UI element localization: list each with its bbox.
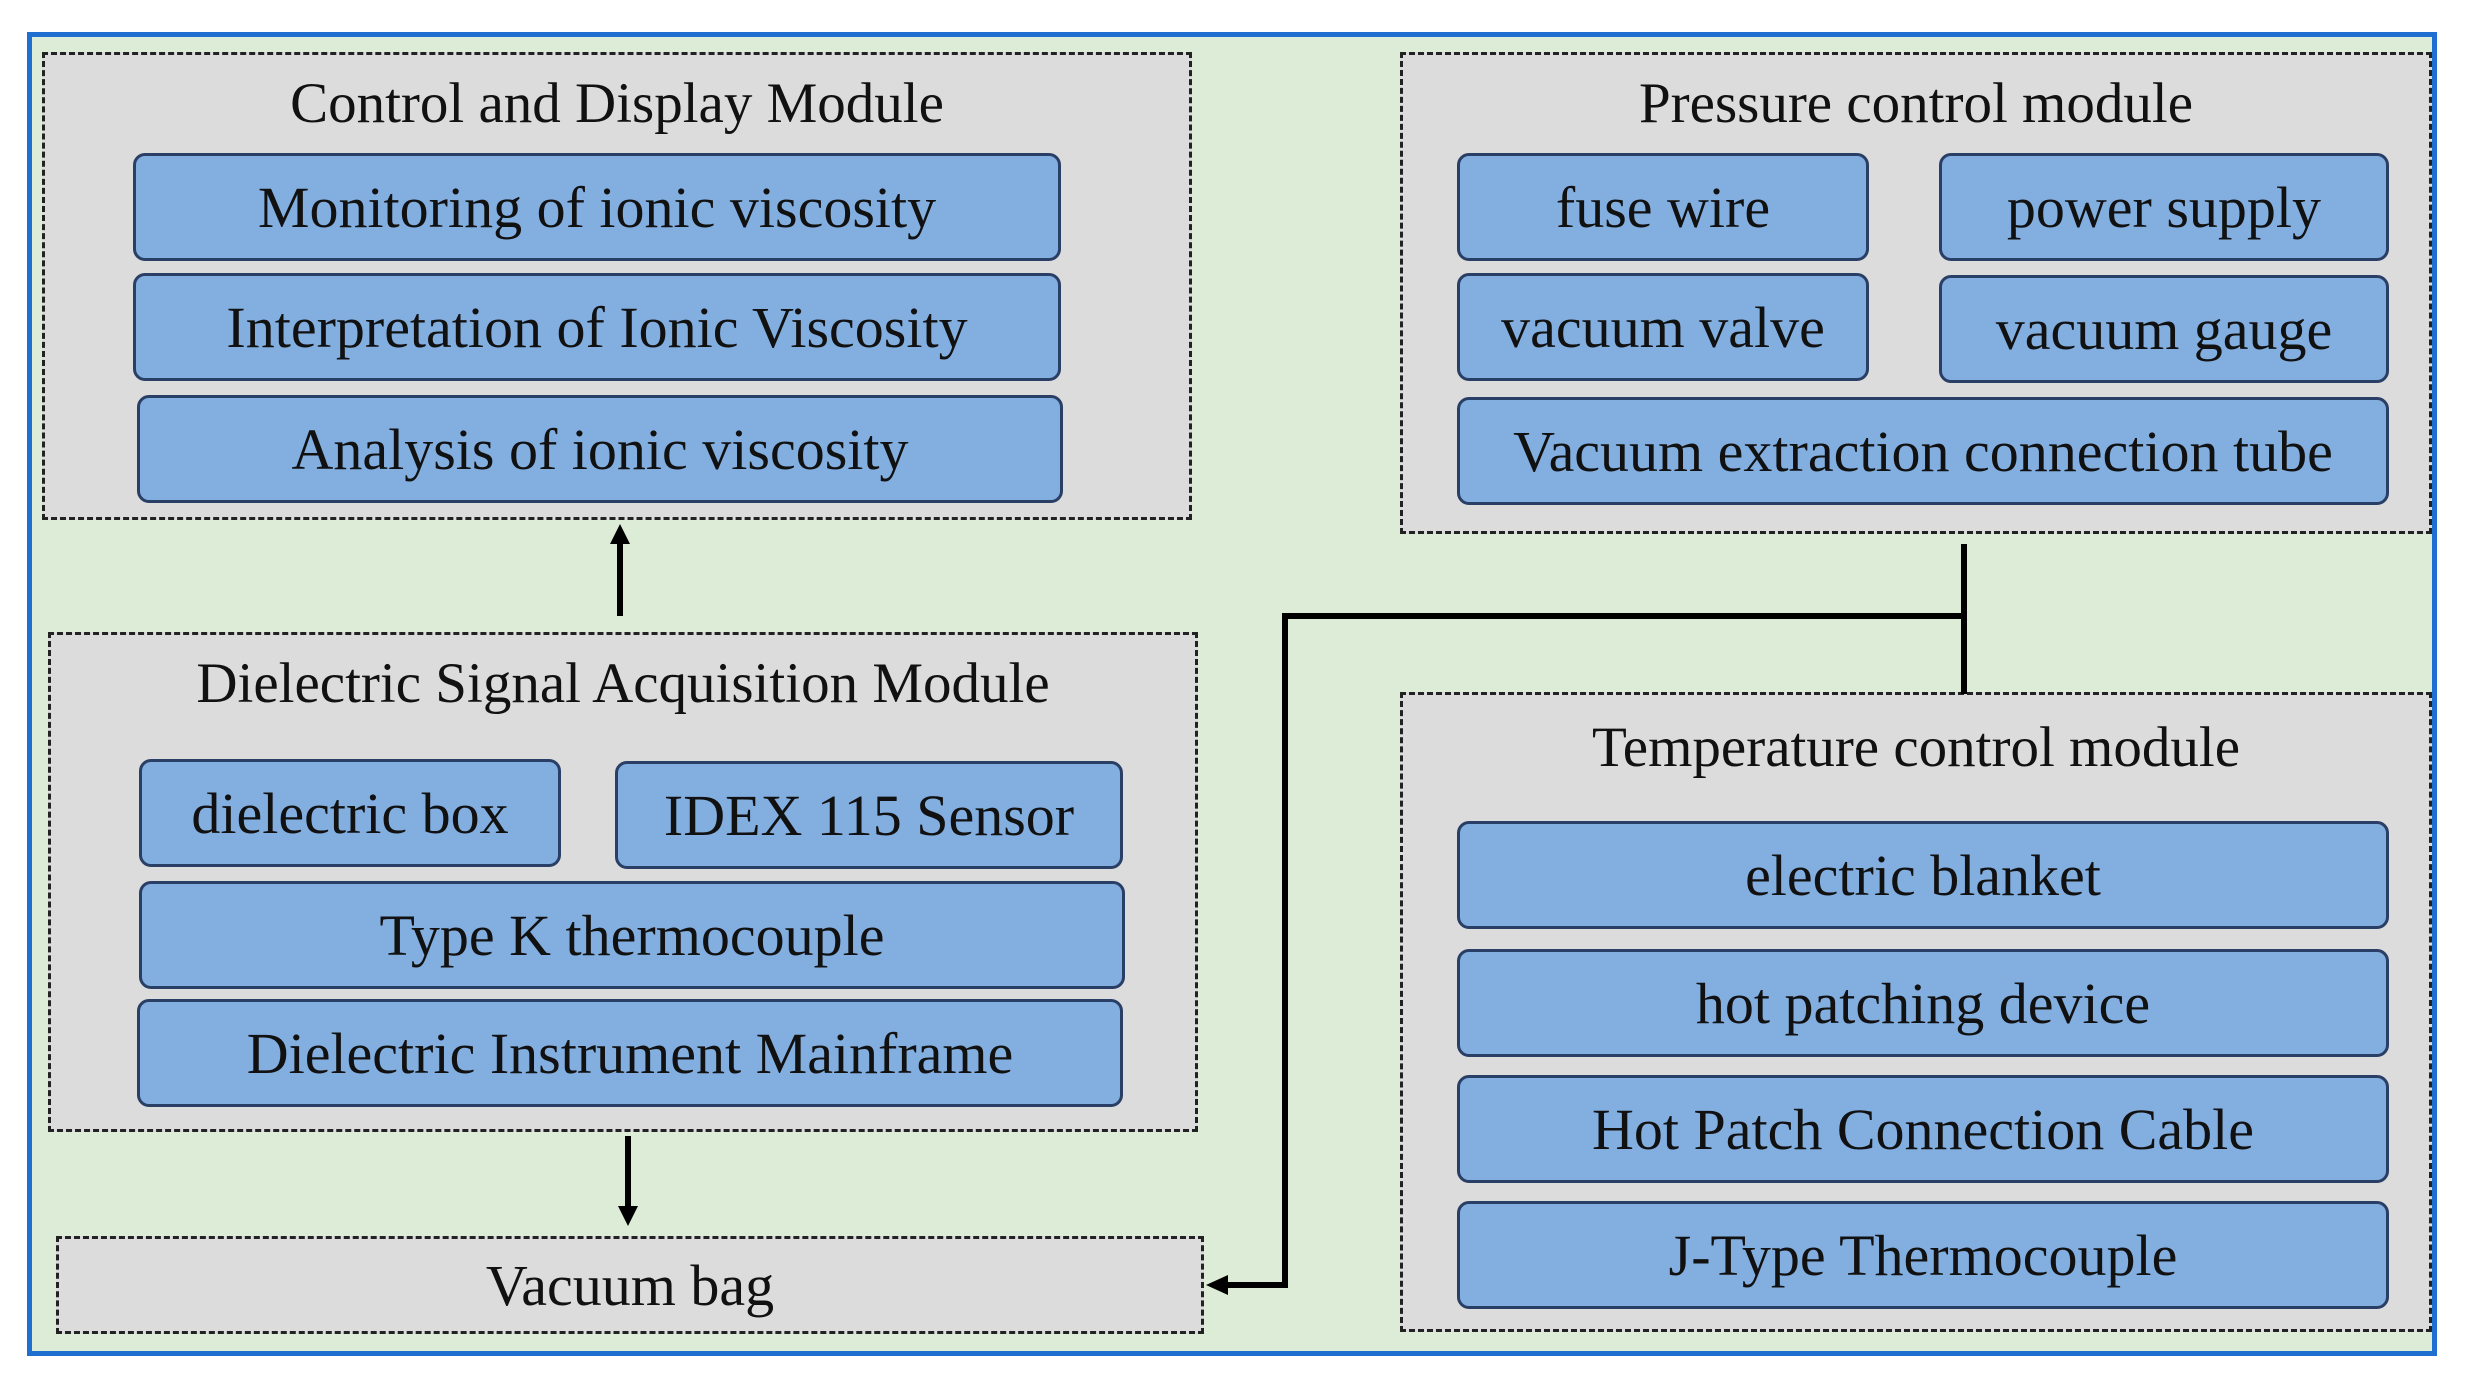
vacuum-bag-label: Vacuum bag [485,1252,775,1318]
temperature-control-module-title: Temperature control module [1591,716,2241,779]
analysis-ionic-viscosity-block: Analysis of ionic viscosity [137,395,1063,503]
power-supply-block: power supply [1939,153,2389,261]
vacuum-extraction-tube-block: Vacuum extraction connection tube [1457,397,2389,505]
temperature-control-module: Temperature control module electric blan… [1400,692,2432,1332]
hot-patching-device-block: hot patching device [1457,949,2389,1057]
control-display-module: Control and Display Module Monitoring of… [42,52,1192,520]
hot-patch-connection-cable-block: Hot Patch Connection Cable [1457,1075,2389,1183]
vacuum-valve-block: vacuum valve [1457,273,1869,381]
idex-115-sensor-block: IDEX 115 Sensor [615,761,1123,869]
type-k-thermocouple-block: Type K thermocouple [139,881,1125,989]
pressure-control-module-title: Pressure control module [1638,72,2194,135]
monitoring-ionic-viscosity-block: Monitoring of ionic viscosity [133,153,1061,261]
control-display-module-title: Control and Display Module [290,72,944,135]
pressure-control-module: Pressure control module fuse wire power … [1400,52,2432,534]
arrowhead-up [610,524,630,544]
j-type-thermocouple-block: J-Type Thermocouple [1457,1201,2389,1309]
dielectric-instrument-mainframe-block: Dielectric Instrument Mainframe [137,999,1123,1107]
link-to-vacuum-bag [1222,613,1964,1288]
dielectric-acquisition-module: Dielectric Signal Acquisition Module die… [48,632,1198,1132]
dielectric-box-block: dielectric box [139,759,561,867]
arrowhead-down [618,1206,638,1226]
arrowhead-left [1206,1275,1228,1295]
electric-blanket-block: electric blanket [1457,821,2389,929]
interpretation-ionic-viscosity-block: Interpretation of Ionic Viscosity [133,273,1061,381]
fuse-wire-block: fuse wire [1457,153,1869,261]
dielectric-acquisition-module-title: Dielectric Signal Acquisition Module [196,652,1050,715]
vacuum-bag-box: Vacuum bag [56,1236,1204,1334]
vacuum-gauge-block: vacuum gauge [1939,275,2389,383]
